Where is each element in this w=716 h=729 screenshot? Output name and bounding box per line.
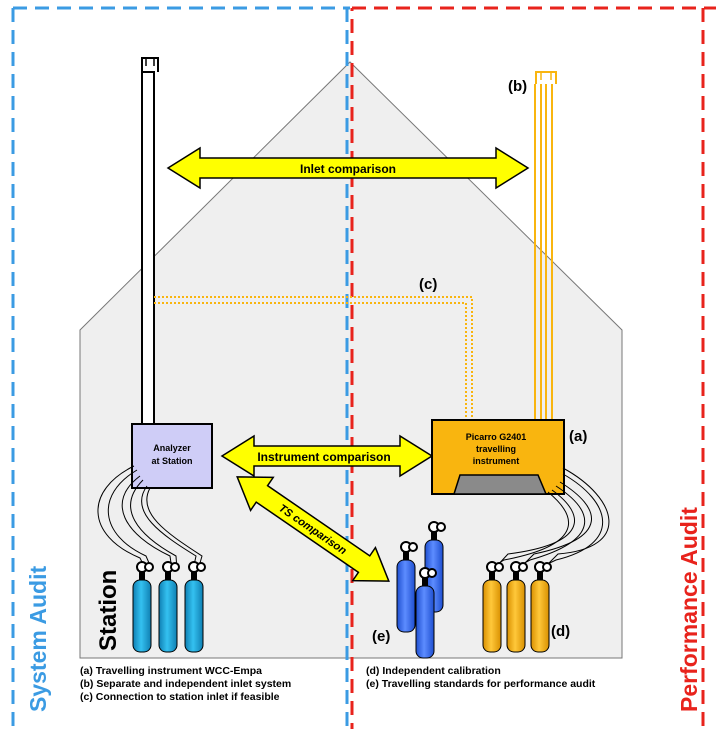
station-cylinder [158,561,180,653]
instrument-comparison-label: Instrument comparison [257,450,390,464]
station-label: Station [95,570,122,651]
analyzer-at-station: Analyzer at Station [131,423,213,489]
legend-right: (d) Independent calibration (e) Travelli… [366,665,595,691]
picarro-instrument: Picarro G2401 travelling instrument [431,419,565,495]
station-cylinder [132,561,154,653]
legend-item: (e) Travelling standards for performance… [366,678,596,690]
calibration-cylinder [530,561,552,653]
calibration-cylinder [506,561,528,653]
picarro-label-line3: instrument [473,456,520,466]
picarro-tubing [490,467,610,569]
marker-a: (a) [569,428,587,445]
independent-inlet [534,71,557,420]
picarro-label-line2: travelling [476,444,516,454]
station-tubing [97,465,203,571]
calibration-cylinders [482,561,552,653]
legend-item: (c) Connection to station inlet if feasi… [80,691,280,703]
marker-b: (b) [508,78,527,95]
performance-audit-label: Performance Audit [676,507,702,712]
inlet-comparison-arrow: Inlet comparison [166,146,530,190]
legend-item: (d) Independent calibration [366,665,501,677]
inlet-comparison-label: Inlet comparison [300,162,396,176]
station-cylinders [132,561,206,653]
legend-item: (a) Travelling instrument WCC-Empa [80,665,263,677]
marker-e: (e) [372,628,390,645]
marker-d: (d) [551,623,570,640]
calibration-cylinder [482,561,504,653]
analyzer-label-line1: Analyzer [153,443,191,453]
travelling-standard-cylinder [396,541,418,633]
legend-left: (a) Travelling instrument WCC-Empa (b) S… [80,665,291,704]
legend-item: (b) Separate and independent inlet syste… [80,678,292,690]
system-audit-label: System Audit [25,566,51,712]
analyzer-label-line2: at Station [151,456,192,466]
station-inlet [141,57,159,428]
station-cylinder [184,561,206,653]
station-inlet-connection [154,296,473,420]
picarro-label-line1: Picarro G2401 [466,432,527,442]
marker-c: (c) [419,276,437,293]
system-audit-border [11,6,350,729]
travelling-standard-cylinder [415,567,437,659]
travelling-standards [396,521,446,659]
performance-audit-border [350,6,716,729]
